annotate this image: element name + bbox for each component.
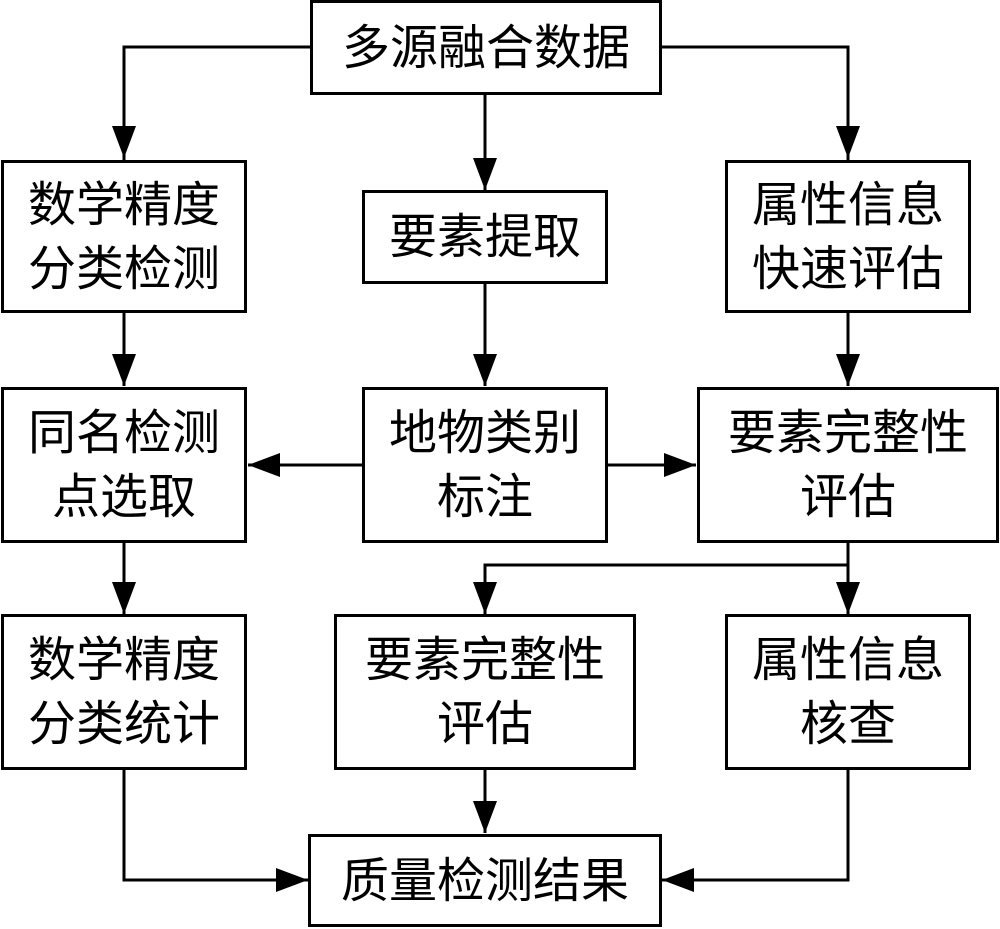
node-tie-point-selection: 同名检测 点选取 [1,387,247,543]
node-completeness-eval-lower: 要素完整性 评估 [334,614,636,770]
edge-source-to-attr-quick [661,45,850,160]
node-feature-extraction: 要素提取 [362,190,608,284]
node-feature-labeling: 地物类别 标注 [362,387,608,543]
node-quality-result: 质量检测结果 [308,834,662,927]
edge-completeness-to-lower [483,563,848,614]
node-source-data: 多源融合数据 [310,0,662,95]
node-attribute-quick-eval: 属性信息 快速评估 [725,160,971,313]
node-math-accuracy-check: 数学精度 分类检测 [1,160,247,313]
edge-attr-check-to-result [662,770,850,882]
edge-stats-to-result [122,770,308,882]
node-attribute-check: 属性信息 核查 [725,614,971,770]
node-math-accuracy-stats: 数学精度 分类统计 [1,614,247,770]
node-completeness-eval-upper: 要素完整性 评估 [697,387,999,543]
edge-source-to-math-check [122,45,310,160]
